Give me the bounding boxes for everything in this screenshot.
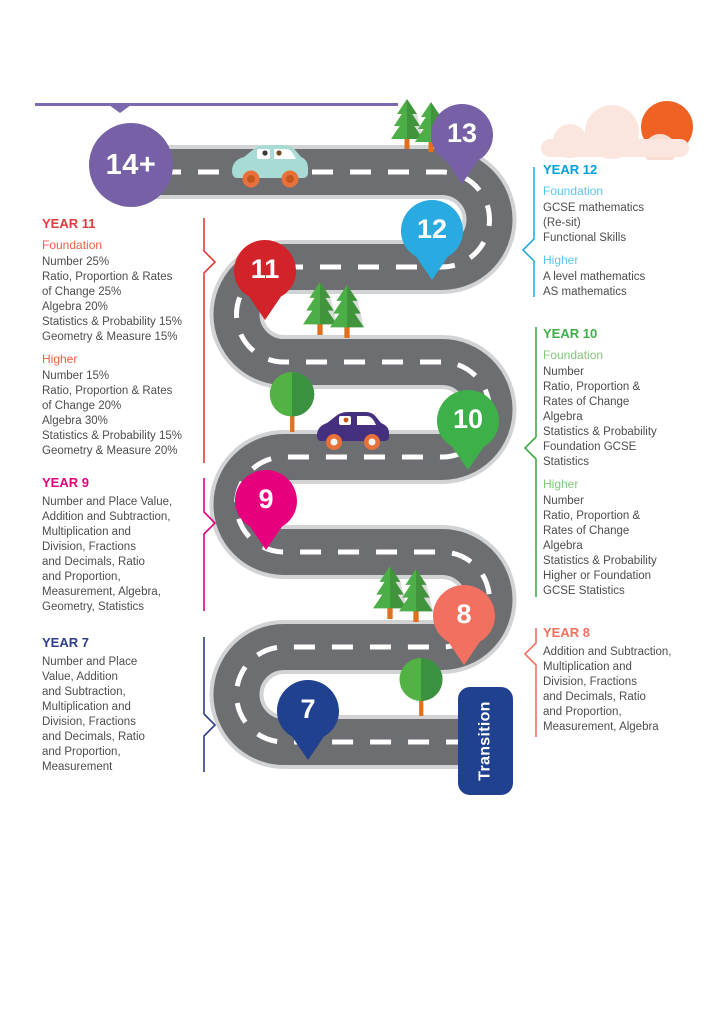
pine-tree-icon <box>330 285 364 338</box>
clouds-and-sun-icon <box>541 101 693 160</box>
pin-balloon-icon <box>277 680 339 760</box>
year-8-bracket <box>523 628 537 737</box>
teal-car-icon <box>232 145 308 188</box>
pin-balloon-icon <box>401 200 463 280</box>
year-7-body: Number and Place Value, Addition and Sub… <box>42 656 145 773</box>
year-14-plus-marker: 14+ <box>89 123 173 207</box>
pin-label: 11 <box>250 253 280 284</box>
year-10-foundation-label: Foundation <box>543 348 604 362</box>
year-11-bracket <box>203 218 217 463</box>
year-11-title: YEAR 11 <box>42 216 96 231</box>
pin-balloon-icon <box>431 104 493 184</box>
year-10-bracket <box>523 327 537 597</box>
year-7-pin: 7 <box>277 680 339 760</box>
year-12-bracket <box>521 167 535 297</box>
pine-tree-icon <box>399 569 433 622</box>
pin-label: 10 <box>452 403 484 434</box>
year-12-foundation-label: Foundation <box>543 184 604 198</box>
year-9-block: YEAR 9 Number and Place Value, Addition … <box>42 475 217 615</box>
transition-sign: Transition <box>458 687 513 795</box>
pin-label: 7 <box>300 693 316 724</box>
year-10-foundation-body: Number Ratio, Proportion & Rates of Chan… <box>543 366 657 468</box>
pin-label: 12 <box>416 213 448 244</box>
pin-balloon-icon <box>234 240 296 320</box>
pine-tree-icon <box>373 566 407 619</box>
pin-label: 8 <box>456 598 472 629</box>
year-8-block: YEAR 8 Addition and Subtraction, Multipl… <box>543 625 708 735</box>
year-12-title: YEAR 12 <box>543 162 598 177</box>
year-10-higher-label: Higher <box>543 477 579 491</box>
year-11-pin: 11 <box>234 240 296 320</box>
pin-label: 9 <box>258 483 274 514</box>
year-12-higher-label: Higher <box>543 253 579 267</box>
year-12-foundation-body: GCSE mathematics (Re-sit) Functional Ski… <box>543 202 644 244</box>
year-8-body: Addition and Subtraction, Multiplication… <box>543 646 672 733</box>
year-7-bracket <box>203 637 217 772</box>
purple-car-icon <box>317 412 389 450</box>
year-11-higher-label: Higher <box>42 352 78 366</box>
top-rule <box>35 103 398 106</box>
year-12-higher-body: A level mathematics AS mathematics <box>543 271 646 298</box>
year-7-title: YEAR 7 <box>42 635 89 650</box>
pin-balloon-icon <box>437 390 499 470</box>
start-marker-label: 14+ <box>105 148 157 181</box>
year-9-title: YEAR 9 <box>42 475 89 490</box>
pin-balloon-icon <box>433 585 495 665</box>
top-rule-notch-icon <box>109 105 131 113</box>
round-tree-icon <box>269 372 315 432</box>
year-11-foundation-label: Foundation <box>42 238 103 252</box>
year-10-title: YEAR 10 <box>543 326 598 341</box>
year-11-higher-body: Number 15% Ratio, Proportion & Rates of … <box>42 370 182 457</box>
year-10-higher-body: Number Ratio, Proportion & Rates of Chan… <box>543 495 657 597</box>
year-10-pin: 10 <box>437 390 499 470</box>
year-12-block: YEAR 12 Foundation GCSE mathematics (Re-… <box>543 162 708 300</box>
year-9-pin: 9 <box>235 470 297 550</box>
pine-tree-icon <box>303 282 337 335</box>
year-8-title: YEAR 8 <box>543 625 590 640</box>
year-11-foundation-body: Number 25% Ratio, Proportion & Rates of … <box>42 256 182 343</box>
year-9-body: Number and Place Value, Addition and Sub… <box>42 496 173 613</box>
year-13-pin: 13 <box>431 104 493 184</box>
pin-label: 13 <box>446 117 478 148</box>
year-8-pin: 8 <box>433 585 495 665</box>
road-center-line <box>130 169 492 745</box>
round-tree-icon <box>399 658 443 716</box>
year-10-block: YEAR 10 Foundation Number Ratio, Proport… <box>543 326 708 599</box>
year-12-pin: 12 <box>401 200 463 280</box>
year-11-block: YEAR 11 Foundation Number 25% Ratio, Pro… <box>42 216 217 459</box>
pin-balloon-icon <box>235 470 297 550</box>
transition-sign-label: Transition <box>476 701 494 781</box>
year-7-block: YEAR 7 Number and Place Value, Addition … <box>42 635 217 775</box>
year-9-bracket <box>203 478 217 611</box>
